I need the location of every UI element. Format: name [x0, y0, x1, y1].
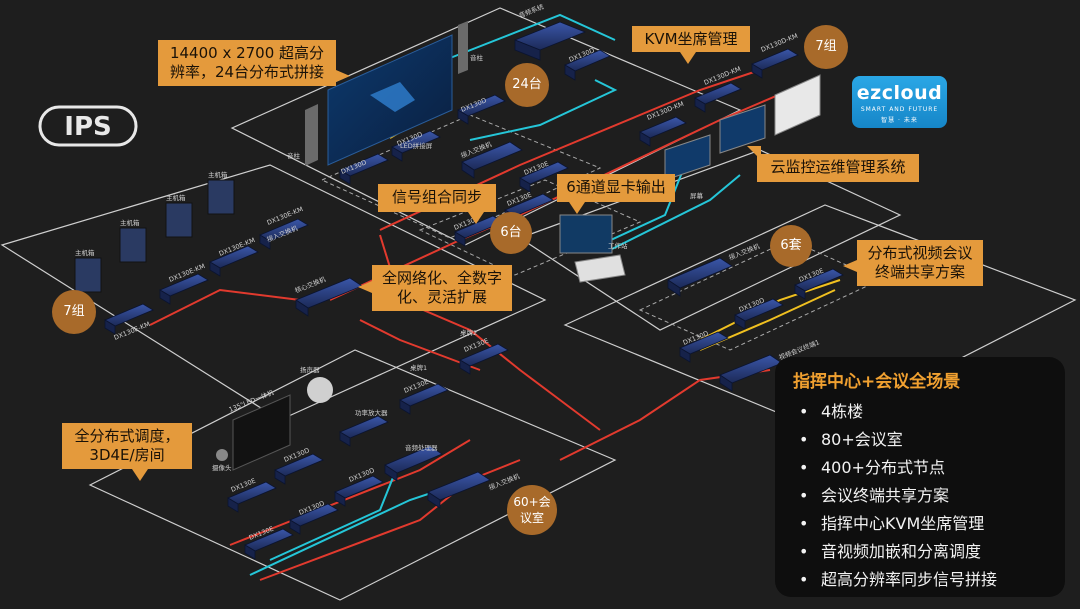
label-pillar-right: 音柱 — [470, 53, 484, 62]
badge-6-sets-text: 6套 — [780, 238, 802, 253]
summary-item: 80+会议室 — [793, 426, 1047, 454]
badge-60-rooms: 60+会议室 — [507, 485, 557, 535]
callout-gpu-out: 6通道显卡输出 — [557, 174, 675, 214]
monitors — [559, 74, 821, 283]
label-workstation: 工作站 — [608, 241, 628, 250]
label-dx130d-km-3: DX130D-KM — [760, 32, 799, 54]
label-audio-proc: 音频处理器 — [405, 443, 438, 452]
callout-video-wall: 14400 x 2700 超高分辨率，24台分布式拼接 — [158, 40, 350, 86]
floor-meeting-rooms — [88, 349, 617, 601]
ezcloud-cn: 智慧 · 未来 — [881, 117, 918, 124]
badge-7-groups-left: 7组 — [52, 290, 96, 334]
callout-network: 全网络化、全数字化、灵活扩展 — [358, 265, 512, 311]
callout-signal-sync-text: 信号组合同步 — [391, 188, 482, 206]
label-access-switch-2: 接入交换机 — [727, 241, 761, 262]
floor-conference — [563, 204, 1077, 431]
ezcloud-tagline: SMART AND FUTURE — [860, 106, 939, 113]
label-host-3: 主机箱 — [166, 193, 186, 202]
callout-dispatch-text: 全分布式调度，3D4E/房间 — [74, 427, 180, 464]
badge-24-units-text: 24台 — [512, 77, 542, 92]
summary-item: 指挥中心KVM坐席管理 — [793, 510, 1047, 538]
callout-video-wall-text: 14400 x 2700 超高分辨率，24台分布式拼接 — [169, 44, 325, 81]
label-amp: 功率放大器 — [355, 408, 388, 417]
label-audio-system: 音频系统 — [517, 2, 545, 20]
summary-panel-title: 指挥中心+会议全场景 — [793, 372, 961, 392]
ips-logo-text: IPS — [64, 112, 111, 142]
ezcloud-logo: ezcloud SMART AND FUTURE 智慧 · 未来 — [852, 76, 947, 128]
label-host-4: 主机箱 — [208, 170, 228, 179]
callout-dispatch: 全分布式调度，3D4E/房间 — [62, 423, 192, 481]
label-host-2: 主机箱 — [120, 218, 140, 227]
summary-item: 会议终端共享方案 — [793, 482, 1047, 510]
label-pillar-left: 音柱 — [287, 151, 301, 160]
ezcloud-name: ezcloud — [856, 82, 943, 104]
badge-60-rooms-text: 60+会议室 — [513, 495, 551, 525]
callout-kvm-text: KVM坐席管理 — [644, 30, 738, 48]
callout-gpu-out-text: 6通道显卡输出 — [566, 178, 666, 196]
cyan-links — [249, 13, 741, 576]
label-desk2: 桌牌2 — [460, 328, 477, 337]
summary-item: 400+分布式节点 — [793, 454, 1047, 482]
callout-conference-text: 分布式视频会议终端共享方案 — [867, 244, 973, 281]
callout-cloud-monitor-text: 云监控运维管理系统 — [770, 158, 906, 176]
callout-kvm: KVM坐席管理 — [632, 26, 750, 64]
badge-6-sets: 6套 — [770, 225, 812, 267]
host-computers — [74, 179, 235, 293]
devices — [104, 21, 844, 560]
label-led-wall: LED拼接屏 — [400, 141, 433, 150]
ips-logo: IPS — [38, 105, 138, 147]
label-camera: 摄像头 — [212, 463, 232, 472]
badge-7-groups-left-text: 7组 — [63, 304, 85, 319]
callout-network-text: 全网络化、全数字化、灵活扩展 — [381, 269, 502, 306]
meeting-room-items — [216, 377, 333, 471]
summary-item: 4栋楼 — [793, 398, 1047, 426]
summary-panel: 指挥中心+会议全场景 4栋楼 80+会议室 400+分布式节点 会议终端共享方案… — [775, 357, 1065, 597]
led-video-wall — [305, 21, 468, 166]
callout-cloud-monitor: 云监控运维管理系统 — [747, 146, 919, 182]
label-screen: 屏幕 — [690, 191, 704, 200]
badge-7-groups-top: 7组 — [804, 25, 848, 69]
floor-host-room — [0, 164, 547, 421]
badge-24-units: 24台 — [505, 63, 549, 107]
label-desk1: 桌牌1 — [410, 363, 427, 372]
summary-list: 4栋楼 80+会议室 400+分布式节点 会议终端共享方案 指挥中心KVM坐席管… — [793, 398, 1047, 594]
summary-item: 音视频加嵌和分离调度 — [793, 538, 1047, 566]
badge-6-units-text: 6台 — [500, 225, 522, 240]
callout-conference: 分布式视频会议终端共享方案 — [843, 240, 983, 286]
summary-item: 超高分辨率同步信号拼接 — [793, 566, 1047, 594]
label-access-switch-3: 接入交换机 — [487, 471, 521, 492]
label-host-1: 主机箱 — [75, 248, 95, 257]
label-speaker: 扬声器 — [300, 365, 320, 374]
callout-signal-sync: 信号组合同步 — [378, 184, 496, 224]
badge-6-units: 6台 — [490, 212, 532, 254]
badge-7-groups-top-text: 7组 — [815, 39, 837, 54]
